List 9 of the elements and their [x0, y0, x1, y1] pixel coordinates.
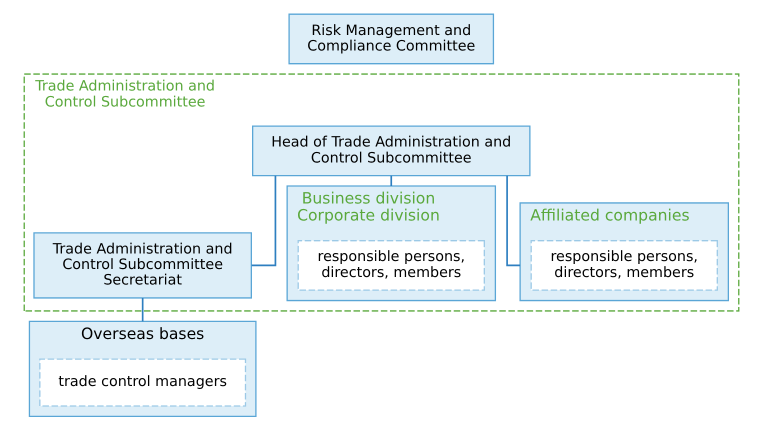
node-box: responsible persons, directors, members	[530, 240, 718, 291]
node-box: Head of Trade Administration and Control Subcommittee	[252, 126, 531, 176]
node-box: trade control managers	[39, 358, 246, 407]
connector	[142, 298, 144, 322]
node-box: Trade Administration and Control Subcommittee Secretariat	[33, 232, 252, 299]
node-box: responsible persons, directors, members	[298, 240, 485, 291]
node-box: Risk Management and Compliance Committee	[288, 14, 494, 64]
connector	[390, 176, 392, 186]
connector	[252, 176, 276, 266]
